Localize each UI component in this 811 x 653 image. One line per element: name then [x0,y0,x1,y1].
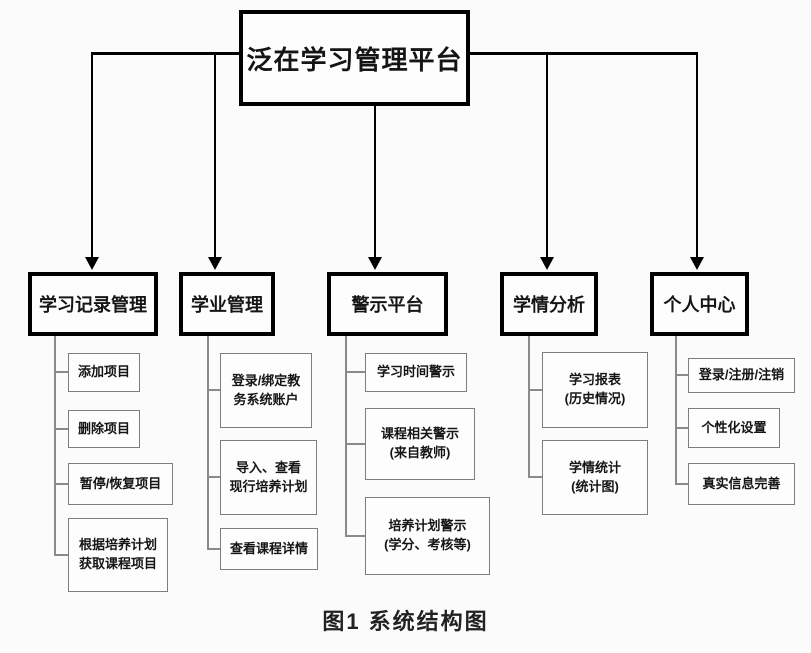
leaf-real-info-completion: 真实信息完善 [688,463,795,505]
trunk-line [675,336,677,485]
node-root: 泛在学习管理平台 [239,10,470,106]
leaf-label: 课程相关警示 (来自教师) [380,426,459,460]
figure-caption: 图1 系统结构图 [322,609,489,634]
branch-label: 学习记录管理 [39,295,147,315]
connector-drop-1 [91,52,93,257]
arrow-down-icon [690,257,704,270]
leaf-label: 学情统计 (统计图) [568,459,621,494]
leaf-delete-item: 删除项目 [68,410,140,448]
connector-drop-4 [546,54,548,257]
tick-line [675,374,688,376]
branch-label: 学业管理 [191,295,263,315]
connector-drop-3 [374,104,376,257]
branch-label: 学情分析 [513,295,585,315]
tick-line [528,476,542,478]
connector-drop-2 [214,54,216,257]
tick-line [207,476,220,478]
leaf-label: 添加项目 [77,364,130,380]
tick-line [345,371,365,373]
leaf-plan-warning: 培养计划警示 (学分、考核等) [365,497,490,575]
leaf-study-time-warning: 学习时间警示 [365,353,467,392]
leaf-add-item: 添加项目 [68,353,140,392]
tick-line [528,389,542,391]
tick-line [207,548,220,550]
tick-line [54,483,68,485]
leaf-label: 暂停/恢复项目 [79,475,162,491]
leaf-label: 个性化设置 [701,419,767,435]
connector-top-left [91,52,241,55]
leaf-label: 学习时间警示 [376,364,455,380]
leaf-label: 删除项目 [77,420,130,436]
leaf-label: 真实信息完善 [702,475,781,491]
leaf-label: 导入、查看 现行培养计划 [229,459,308,494]
leaf-login-bind-account: 登录/绑定教 务系统账户 [220,353,312,428]
leaf-login-register-logout: 登录/注册/注销 [688,358,795,393]
arrow-down-icon [85,257,99,270]
tick-line [675,483,688,485]
tick-line [54,371,68,373]
connector-drop-5 [696,52,698,257]
node-root-label: 泛在学习管理平台 [246,44,463,75]
leaf-label: 登录/绑定教 务系统账户 [231,372,301,407]
node-learning-analysis: 学情分析 [500,272,598,336]
node-learning-record-management: 学习记录管理 [28,272,158,336]
leaf-course-warning: 课程相关警示 (来自教师) [365,408,475,480]
leaf-personalization-settings: 个性化设置 [688,408,780,448]
trunk-line [528,336,530,478]
tick-line [54,554,68,556]
arrow-down-icon [208,257,222,270]
node-personal-center: 个人中心 [650,272,749,336]
leaf-label: 学习报表 (历史情况) [564,372,626,406]
tick-line [54,428,68,430]
node-warning-platform: 警示平台 [327,272,448,336]
branch-label: 警示平台 [351,295,424,315]
leaf-import-view-plan: 导入、查看 现行培养计划 [220,440,317,515]
arrow-down-icon [368,257,382,270]
trunk-line [207,336,209,550]
leaf-label: 查看课程详情 [229,540,308,556]
leaf-learning-statistics: 学情统计 (统计图) [542,440,648,515]
leaf-study-report: 学习报表 (历史情况) [542,352,648,428]
leaf-pause-resume-item: 暂停/恢复项目 [68,463,173,505]
tick-line [345,535,365,537]
leaf-get-course-items-from-plan: 根据培养计划 获取课程项目 [68,518,168,592]
leaf-view-course-details: 查看课程详情 [220,528,318,570]
tick-line [345,443,365,445]
trunk-line [345,336,347,537]
tick-line [675,427,688,429]
trunk-line [54,336,56,556]
leaf-label: 登录/注册/注销 [698,367,785,383]
branch-label: 个人中心 [663,295,736,315]
connector-top-right [460,52,698,55]
tick-line [207,389,220,391]
arrow-down-icon [540,257,554,270]
leaf-label: 培养计划警示 (学分、考核等) [384,518,471,552]
leaf-label: 根据培养计划 获取课程项目 [78,537,157,571]
node-academic-management: 学业管理 [179,272,275,336]
